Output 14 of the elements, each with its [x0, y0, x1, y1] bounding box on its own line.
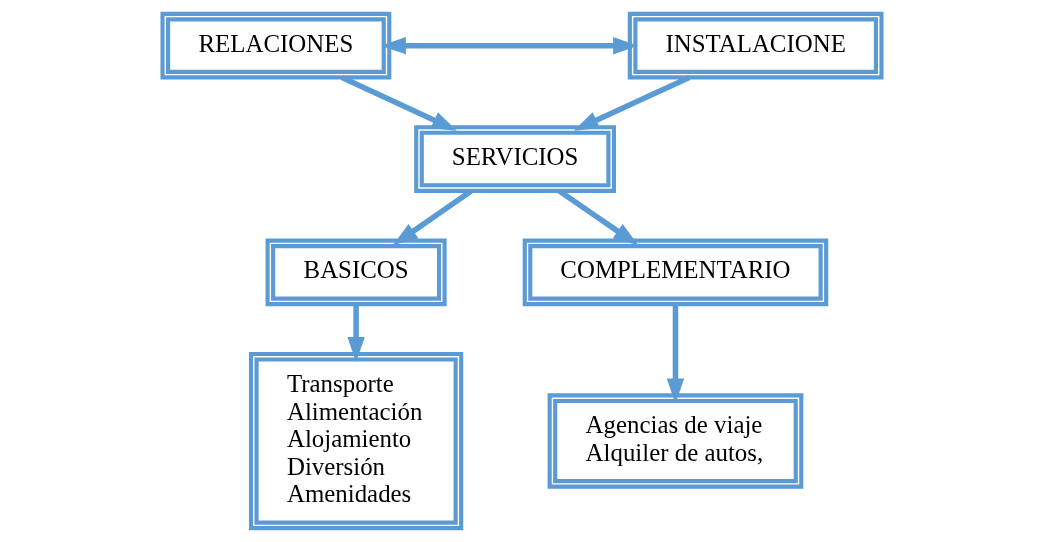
arrow: [573, 75, 690, 131]
arrow: [380, 36, 638, 55]
node-box: Agencias de viaje Alquiler de autos,: [547, 393, 803, 489]
node-box: COMPLEMENTARIO: [522, 238, 828, 307]
arrow: [666, 304, 684, 404]
node-box: INSTALACIONE: [627, 11, 884, 80]
node-box: SERVICIOS: [413, 125, 616, 193]
arrow: [557, 188, 638, 246]
arrow: [346, 304, 365, 363]
node-box: Transporte Alimentación Alojamiento Diversión Amenidades: [248, 351, 463, 531]
node-box: RELACIONES: [159, 11, 391, 80]
arrow: [340, 75, 457, 131]
node-box: BASICOS: [265, 238, 447, 307]
arrow: [392, 188, 473, 246]
